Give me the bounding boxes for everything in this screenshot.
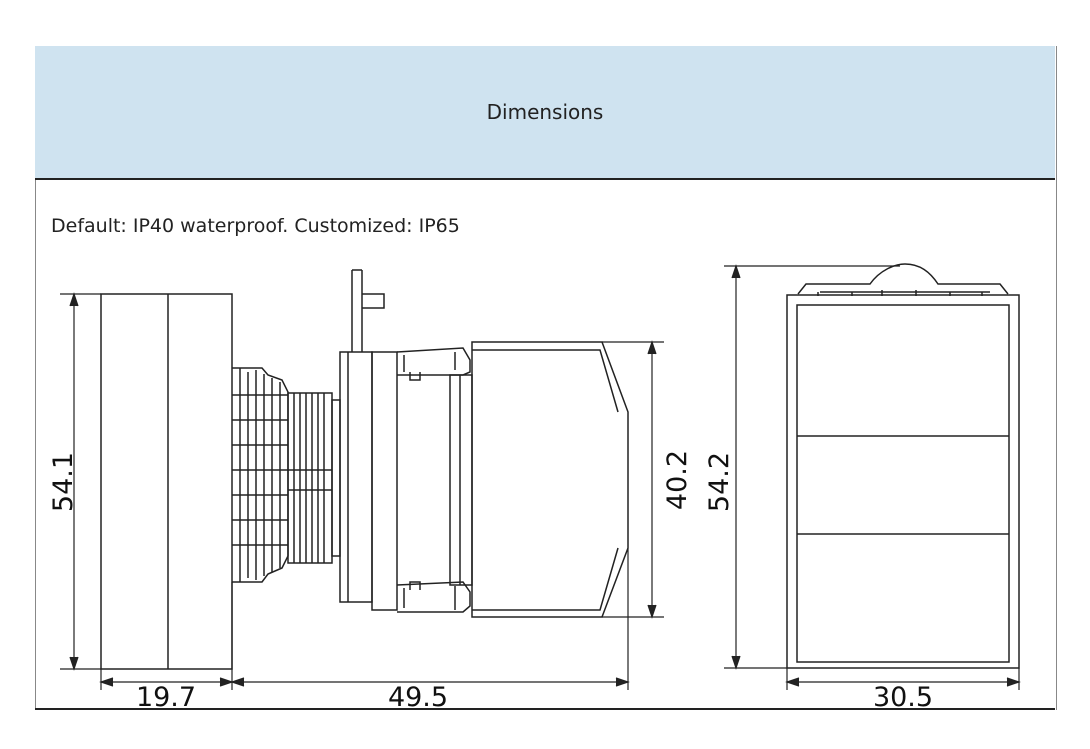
side-view-mount-plate [339,269,385,603]
side-view-bezel [232,367,289,583]
dim-front-height: 54.2 [704,452,735,512]
dim-body-height: 40.2 [662,450,693,510]
side-view-contact-block [371,341,629,618]
waterproof-note: Default: IP40 waterproof. Customized: IP… [51,215,460,237]
side-view-thread [287,392,341,564]
table-frame [35,46,1057,710]
front-view [786,263,1020,669]
header-title: Dimensions [486,100,604,124]
front-view-dimension-lines [724,264,1021,690]
table-bottom-border [35,708,1055,710]
dim-cap-depth: 19.7 [136,682,196,713]
dimensions-header: Dimensions [35,46,1055,180]
side-view-dimension-lines [60,292,664,690]
dim-side-height: 54.1 [48,452,79,512]
dim-front-width: 30.5 [873,682,933,713]
dim-body-length: 49.5 [388,682,448,713]
side-view-button-cap [100,293,233,670]
